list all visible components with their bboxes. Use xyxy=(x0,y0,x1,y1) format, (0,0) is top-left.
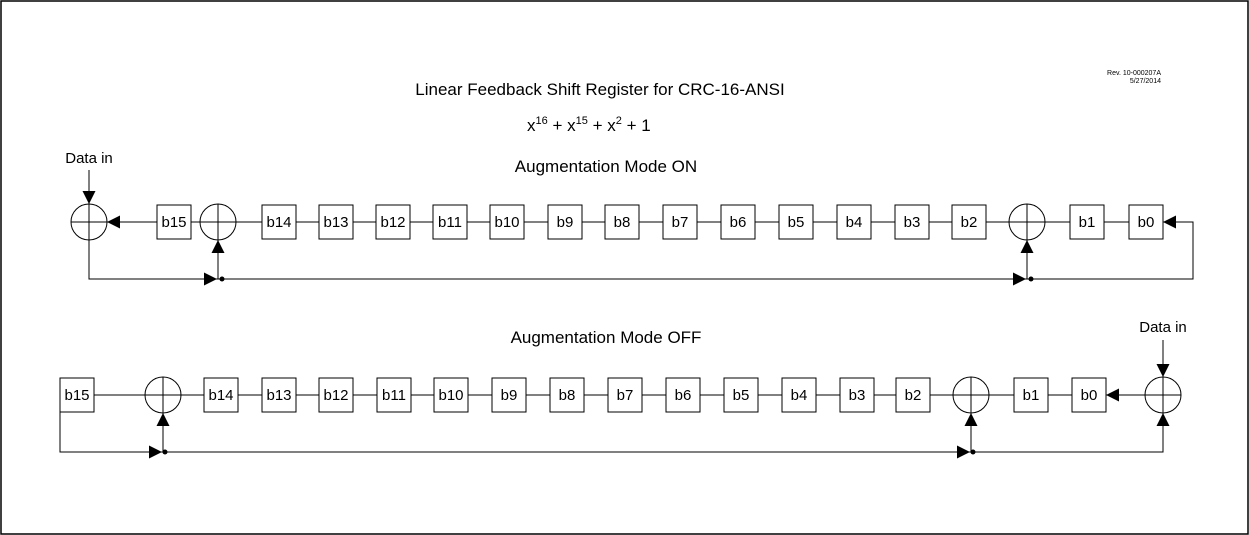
register-label: b9 xyxy=(501,387,518,404)
register-b1: b1 xyxy=(1013,377,1049,413)
poly-base-3: x xyxy=(607,116,616,135)
register-b1: b1 xyxy=(1069,204,1105,240)
register-label: b10 xyxy=(438,387,463,404)
register-b11: b11 xyxy=(376,377,412,413)
register-b2: b2 xyxy=(895,377,931,413)
register-b6: b6 xyxy=(720,204,756,240)
register-label: b15 xyxy=(64,387,89,404)
register-b7: b7 xyxy=(662,204,698,240)
register-label: b13 xyxy=(266,387,291,404)
register-b11: b11 xyxy=(432,204,468,240)
register-b12: b12 xyxy=(318,377,354,413)
register-label: b0 xyxy=(1138,214,1155,231)
revision-number: Rev. 10-000207A xyxy=(1107,70,1161,77)
register-b6: b6 xyxy=(665,377,701,413)
register-label: b6 xyxy=(675,387,692,404)
xor-node xyxy=(1144,376,1182,414)
register-label: b10 xyxy=(494,214,519,231)
poly-sep-2: + xyxy=(588,116,607,135)
register-b10: b10 xyxy=(433,377,469,413)
mode-on-label: Augmentation Mode ON xyxy=(515,157,697,176)
register-label: b11 xyxy=(382,387,406,404)
register-label: b7 xyxy=(617,387,634,404)
register-label: b12 xyxy=(323,387,348,404)
junction-dot xyxy=(970,449,976,455)
register-label: b12 xyxy=(380,214,405,231)
revision-date: 5/27/2014 xyxy=(1130,78,1161,85)
register-label: b0 xyxy=(1081,387,1098,404)
register-b4: b4 xyxy=(836,204,872,240)
register-b10: b10 xyxy=(489,204,525,240)
register-b0: b0 xyxy=(1071,377,1107,413)
data-in-label-on: Data in xyxy=(65,150,113,167)
register-label: b15 xyxy=(161,214,186,231)
register-b3: b3 xyxy=(894,204,930,240)
data-in-label-off: Data in xyxy=(1139,319,1187,336)
lfsr-mode-on: b15 b14 b13 b12 b11 b10 b9 b8 b7 b6 b5 b4 b3 b2 b1 b0 xyxy=(70,170,1194,286)
polynomial: x16 + x15 + x2 + 1 xyxy=(527,115,651,135)
register-b9: b9 xyxy=(491,377,527,413)
register-b14: b14 xyxy=(203,377,239,413)
diagram-title: Linear Feedback Shift Register for CRC-1… xyxy=(415,80,784,99)
register-label: b9 xyxy=(557,214,574,231)
poly-base-1: x xyxy=(527,116,536,135)
register-b15: b15 xyxy=(156,204,192,240)
register-b13: b13 xyxy=(318,204,354,240)
register-b5: b5 xyxy=(778,204,814,240)
lfsr-mode-off: b15 b14 b13 b12 b11 b10 b9 b8 b7 b6 b5 b4 b3 b2 b1 b0 xyxy=(59,340,1182,459)
register-label: b6 xyxy=(730,214,747,231)
register-label: b8 xyxy=(614,214,631,231)
register-b12: b12 xyxy=(375,204,411,240)
junction-dot xyxy=(219,276,225,282)
register-b3: b3 xyxy=(839,377,875,413)
register-label: b7 xyxy=(672,214,689,231)
poly-exp-1: 16 xyxy=(536,115,548,127)
xor-node xyxy=(70,203,108,241)
xor-node xyxy=(144,376,182,414)
register-b8: b8 xyxy=(549,377,585,413)
xor-node xyxy=(952,376,990,414)
poly-base-2: x xyxy=(567,116,576,135)
register-label: b8 xyxy=(559,387,576,404)
register-label: b4 xyxy=(846,214,863,231)
poly-exp-3: 2 xyxy=(616,115,622,127)
register-b15: b15 xyxy=(59,377,95,413)
register-label: b4 xyxy=(791,387,808,404)
register-b2: b2 xyxy=(951,204,987,240)
register-label: b13 xyxy=(323,214,348,231)
register-label: b3 xyxy=(849,387,866,404)
register-b0: b0 xyxy=(1128,204,1164,240)
register-b9: b9 xyxy=(547,204,583,240)
feedback-loop xyxy=(88,221,1194,280)
register-label: b2 xyxy=(961,214,978,231)
register-label: b14 xyxy=(208,387,233,404)
register-b14: b14 xyxy=(261,204,297,240)
junction-dot xyxy=(162,449,168,455)
junction-dot xyxy=(1028,276,1034,282)
register-label: b5 xyxy=(788,214,805,231)
register-b8: b8 xyxy=(604,204,640,240)
xor-node xyxy=(199,203,237,241)
register-b5: b5 xyxy=(723,377,759,413)
poly-sep-3: + 1 xyxy=(622,116,651,135)
mode-off-label: Augmentation Mode OFF xyxy=(511,328,702,347)
register-b4: b4 xyxy=(781,377,817,413)
poly-sep-1: + xyxy=(548,116,567,135)
register-label: b3 xyxy=(904,214,921,231)
register-b7: b7 xyxy=(607,377,643,413)
xor-node xyxy=(1008,203,1046,241)
register-b13: b13 xyxy=(261,377,297,413)
register-label: b14 xyxy=(266,214,291,231)
poly-exp-2: 15 xyxy=(576,115,588,127)
register-label: b1 xyxy=(1079,214,1096,231)
register-label: b5 xyxy=(733,387,750,404)
register-label: b1 xyxy=(1023,387,1040,404)
register-label: b2 xyxy=(905,387,922,404)
register-label: b11 xyxy=(438,214,462,231)
